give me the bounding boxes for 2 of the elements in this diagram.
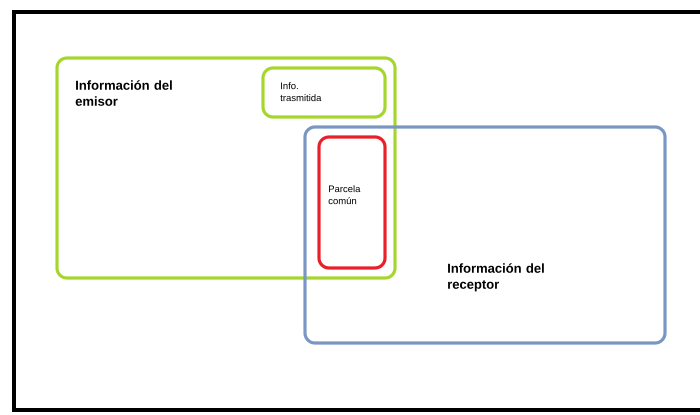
inner-box: Info. trasmitida xyxy=(261,66,387,119)
overlap-box: Parcela común xyxy=(317,135,387,270)
